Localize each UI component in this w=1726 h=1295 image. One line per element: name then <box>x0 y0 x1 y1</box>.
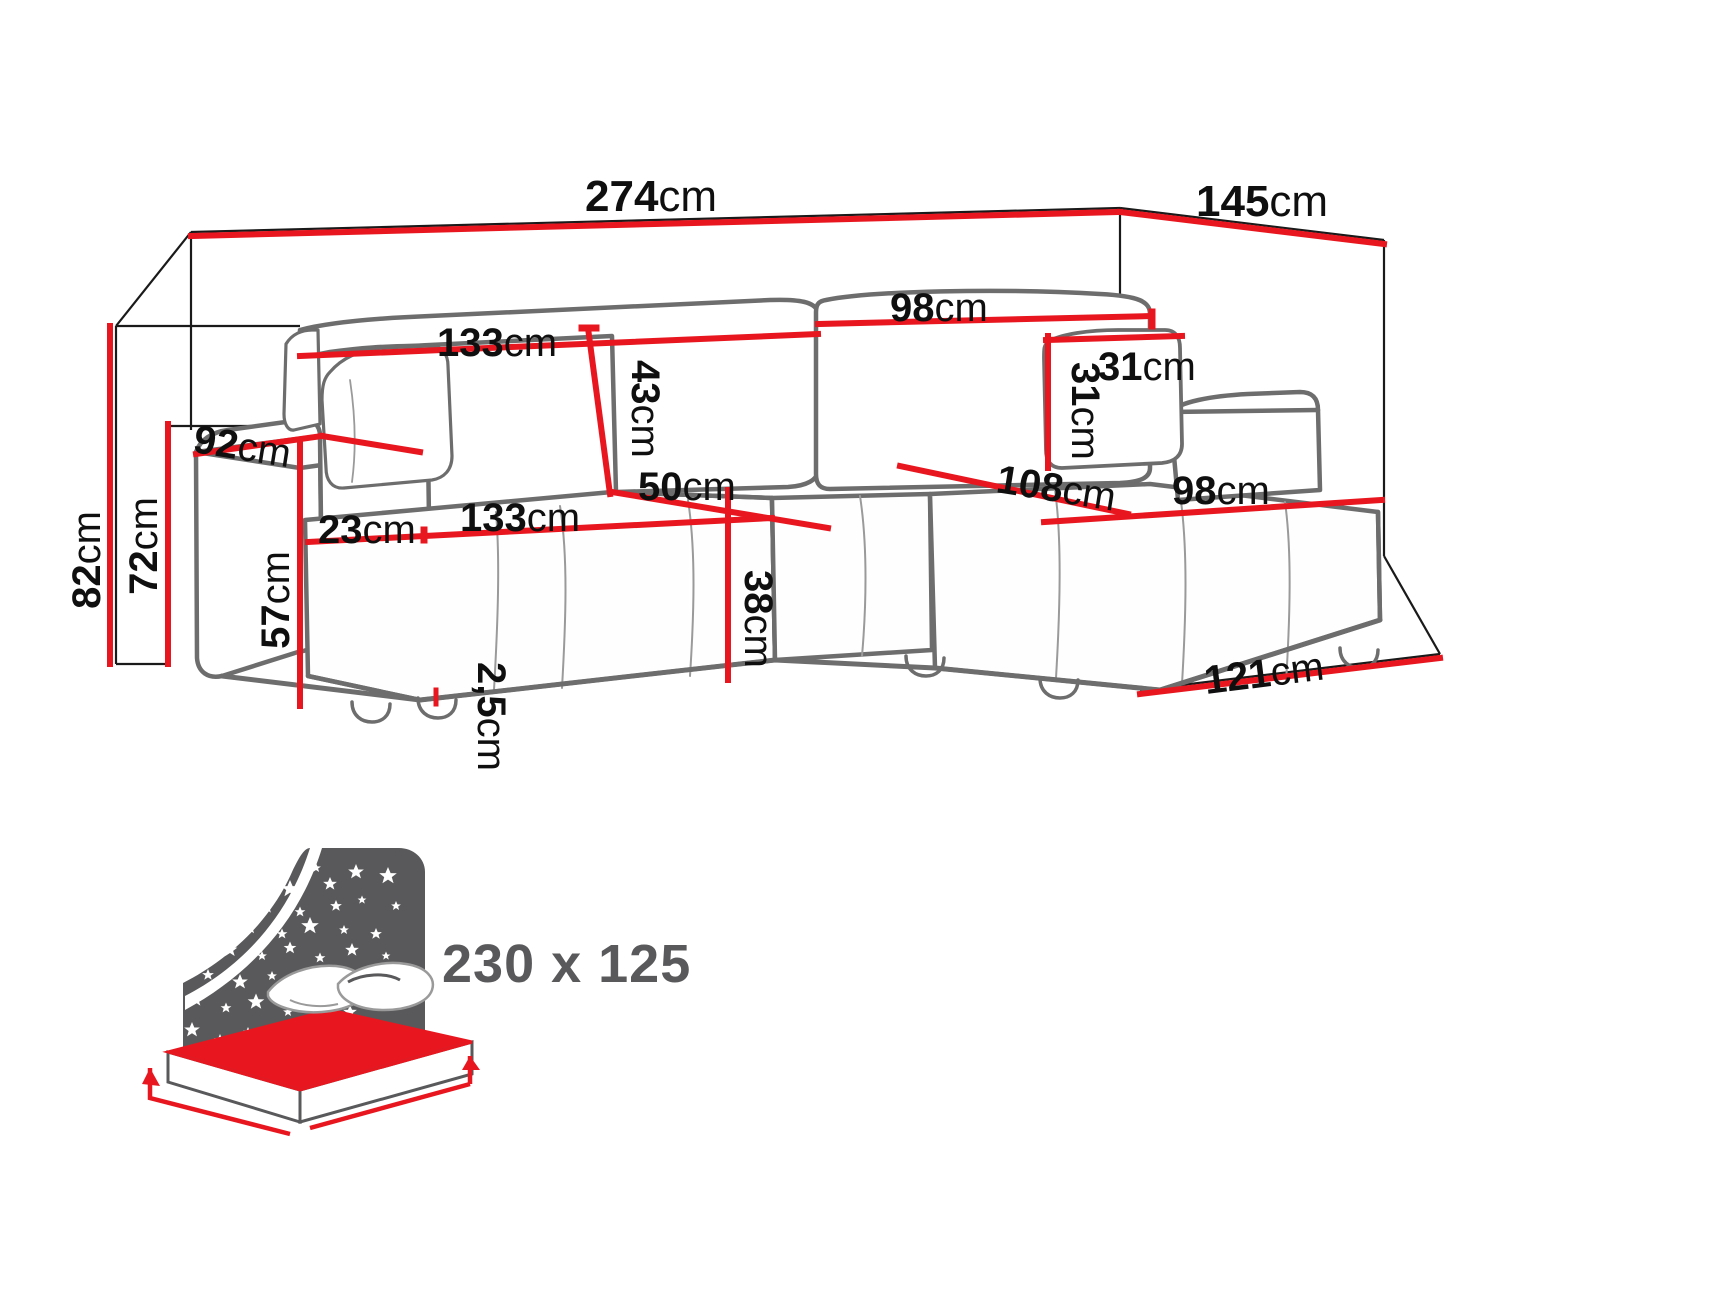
label-backrest-width-left: 133cm <box>437 321 557 365</box>
label-cushion-size-vertical: 31cm <box>1063 362 1107 460</box>
label-back-height: 72cm <box>122 497 166 595</box>
dimline-133-back <box>296 330 822 360</box>
label-backrest-height: 43cm <box>623 360 667 458</box>
dimline-43 <box>584 324 614 498</box>
sleeping-area-group: 230 x 125 <box>142 848 691 1137</box>
label-armrest-width: 23cm <box>318 508 416 552</box>
label-armrest-height: 57cm <box>254 551 298 649</box>
label-backrest-width-right: 98cm <box>890 286 988 330</box>
label-total-height: 82cm <box>65 511 109 609</box>
dimline-121 <box>1136 654 1444 698</box>
label-leg-height: 2,5cm <box>469 662 513 771</box>
label-armrest-depth: 92cm <box>191 417 295 476</box>
dimline-98-chaise <box>1040 496 1386 526</box>
label-cushion-size: 31cm <box>1098 345 1196 389</box>
dimension-lines <box>107 208 1444 709</box>
dimline-31-h <box>1042 332 1186 344</box>
label-chaise-seat-width: 98cm <box>1172 469 1270 513</box>
label-chaise-width: 121cm <box>1202 645 1327 703</box>
sleeping-area-label: 230 x 125 <box>442 934 691 994</box>
dimline-108 <box>896 462 1132 518</box>
dimline-92b <box>318 432 424 456</box>
sofa-illustration <box>193 288 1383 724</box>
label-seat-depth: 50cm <box>638 465 736 509</box>
label-overall-width: 274cm <box>585 172 717 221</box>
dimline-50 <box>608 488 832 532</box>
dimline-98-top <box>814 312 1156 328</box>
label-chaise-depth: 108cm <box>994 457 1119 519</box>
label-seat-width: 133cm <box>460 496 580 540</box>
label-seat-height: 38cm <box>736 570 780 668</box>
dimline-133-seat <box>304 514 776 546</box>
perspective-guide-box <box>114 206 1441 692</box>
label-overall-depth: 145cm <box>1196 177 1328 226</box>
dimline-274 <box>187 208 1124 240</box>
dimline-145 <box>1116 208 1388 248</box>
bed-night-icon <box>142 848 480 1137</box>
